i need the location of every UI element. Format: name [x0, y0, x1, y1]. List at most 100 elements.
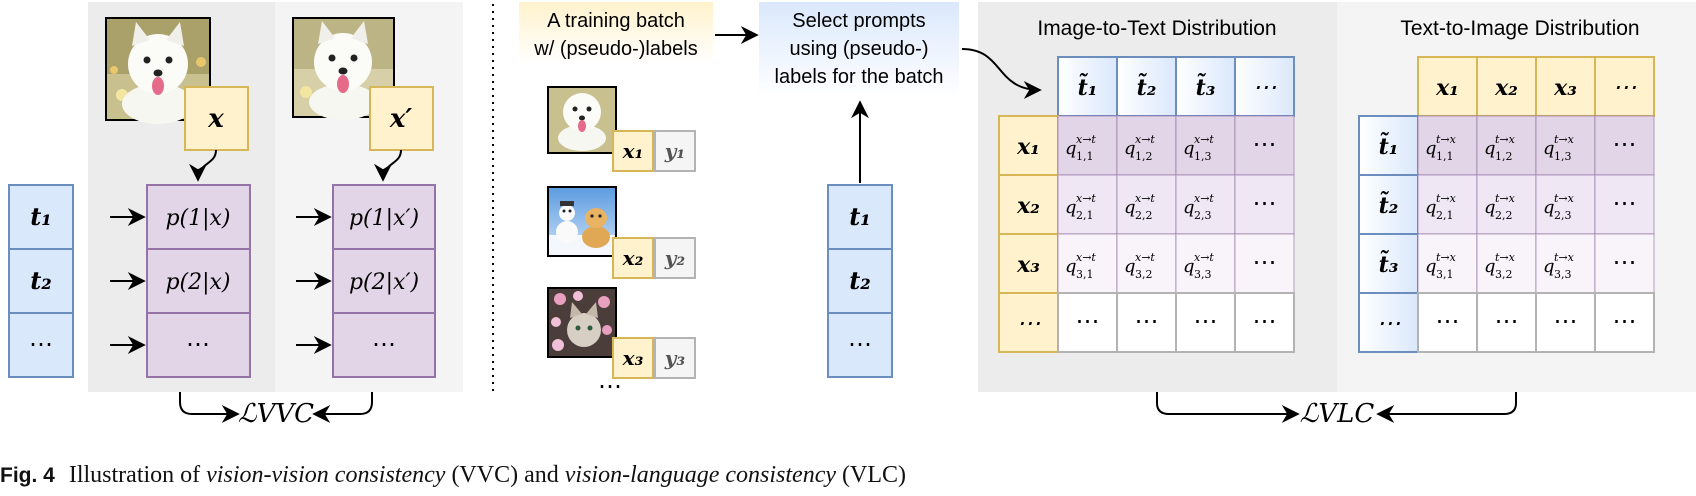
batch-image-3-icon — [547, 287, 617, 358]
batch-x-box-1 — [612, 130, 654, 172]
t2i-cell-superscript: t→x — [1495, 192, 1516, 205]
t2i-cell-text-3-2: q — [1484, 256, 1496, 277]
i2t-cell-text-3-1: q — [1065, 256, 1077, 277]
vlc-prompt-1: t₁ — [849, 202, 871, 231]
t2i-cell-superscript: t→x — [1495, 251, 1516, 264]
t2i-cell-3-4 — [1594, 233, 1655, 294]
t2i-cell-subscript: 1,1 — [1436, 150, 1454, 163]
t2i-cell-subscript: 3,2 — [1495, 268, 1513, 281]
i2t-cell-subscript: 1,1 — [1076, 150, 1094, 163]
batch-image-1-icon — [547, 86, 617, 154]
t2i-cell-text-3-3: q — [1543, 256, 1555, 277]
i2t-cell-superscript: x→t — [1076, 251, 1096, 264]
i2t-row-header-2: x₂ — [1016, 193, 1040, 219]
batch-label-line-1: A training batch — [547, 10, 685, 32]
i2t-cell-4-4 — [1234, 292, 1295, 353]
vlc-loss-arrow-right — [1376, 392, 1517, 423]
i2t-cell-1-4 — [1234, 115, 1295, 176]
t2i-cell-text-4-3: ⋯ — [1554, 307, 1578, 335]
i2t-cell-text-3-3: q — [1183, 256, 1195, 277]
batch-x-box-2 — [612, 237, 654, 279]
batch-label-line-2: w/ (pseudo-)labels — [533, 38, 697, 60]
i2t-title: Image-to-Text Distribution — [1037, 17, 1276, 40]
i2t-row-header-1: x₁ — [1016, 134, 1040, 160]
t2i-col-header-3: x₃ — [1553, 75, 1577, 101]
t2i-cell-2-1 — [1417, 174, 1478, 235]
i2t-cell-3-3 — [1175, 233, 1236, 294]
t2i-col-header-cell — [1417, 56, 1478, 117]
t2i-cell-text-4-4: ⋯ — [1613, 307, 1637, 335]
vvc-prompt-2: t₂ — [30, 266, 52, 295]
t2i-cell-subscript: 2,2 — [1495, 209, 1513, 222]
t2i-row-header-2: t̃₂ — [1379, 192, 1399, 219]
i2t-cell-text-1-4: ⋯ — [1253, 130, 1277, 158]
t2i-col-header-2: x₂ — [1494, 75, 1518, 101]
t2i-cell-subscript: 1,2 — [1495, 150, 1513, 163]
i2t-cell-superscript: x→t — [1135, 192, 1155, 205]
i2t-cell-text-3-4: ⋯ — [1253, 248, 1277, 276]
i2t-cell-subscript: 2,3 — [1194, 209, 1212, 222]
i2t-cell-text-2-1: q — [1065, 197, 1077, 218]
vvc-prompt-more: ⋯ — [29, 330, 53, 358]
t2i-cell-text-1-3: q — [1543, 138, 1555, 159]
batch-x-box-3 — [612, 337, 654, 379]
t2i-cell-superscript: t→x — [1436, 251, 1457, 264]
batch-x-label-3: x₃ — [622, 346, 644, 370]
i2t-col-header-cell — [1234, 56, 1295, 117]
batch-label-box — [519, 2, 713, 64]
t2i-cell-text-2-2: q — [1484, 197, 1496, 218]
vvc-prob-table-2: p(1|x′) p(2|x′) ⋯ — [332, 184, 436, 378]
t2i-cell-text-3-4: ⋯ — [1613, 248, 1637, 276]
t2i-cell-subscript: 1,3 — [1554, 150, 1572, 163]
batch-more: ⋯ — [598, 372, 622, 400]
t2i-cell-text-3-1: q — [1425, 256, 1437, 277]
i2t-cell-subscript: 3,1 — [1076, 268, 1094, 281]
batch-y-box-2 — [654, 237, 696, 279]
i2t-cell-subscript: 1,3 — [1194, 150, 1212, 163]
i2t-cell-text-4-1: ⋯ — [1076, 307, 1100, 335]
caption-text-2: (VVC) and — [445, 462, 565, 488]
t2i-cell-4-4 — [1594, 292, 1655, 353]
i2t-cell-subscript: 3,2 — [1135, 268, 1153, 281]
vlc-prompt-column: t₁ t₂ ⋯ — [827, 184, 893, 378]
batch-y-label-1: y₁ — [664, 139, 685, 163]
i2t-cell-text-2-2: q — [1124, 197, 1136, 218]
t2i-cell-2-4 — [1594, 174, 1655, 235]
t2i-cell-subscript: 3,3 — [1554, 268, 1572, 281]
vvc-input-label-1: x — [207, 104, 224, 134]
t2i-cell-superscript: t→x — [1554, 133, 1575, 146]
select-prompts-box — [759, 2, 959, 98]
vvc-loss-arrow-right — [312, 392, 373, 423]
t2i-cell-subscript: 2,1 — [1436, 209, 1454, 222]
t2i-cell-3-1 — [1417, 233, 1478, 294]
vvc-input-box-2 — [369, 86, 434, 151]
i2t-cell-1-3 — [1175, 115, 1236, 176]
t2i-cell-1-4 — [1594, 115, 1655, 176]
t2i-cell-text-1-2: q — [1484, 138, 1496, 159]
i2t-cell-subscript: 1,2 — [1135, 150, 1153, 163]
i2t-row-header-3: x₃ — [1016, 252, 1040, 278]
select-label-line-2: using (pseudo-) — [790, 38, 929, 60]
vvc-prob-1-1: p(1|x) — [165, 206, 230, 231]
vvc-prompt-column: t₁ t₂ ⋯ — [8, 184, 74, 378]
t2i-cell-3-2 — [1476, 233, 1537, 294]
batch-y-label-2: y₂ — [664, 246, 686, 270]
t2i-cell-superscript: t→x — [1495, 133, 1516, 146]
t2i-cell-text-1-1: q — [1425, 138, 1437, 159]
i2t-row-header-4: ⋯ — [1017, 309, 1041, 337]
i2t-col-header-4: ⋯ — [1253, 73, 1277, 101]
vvc-prob-table-1: p(1|x) p(2|x) ⋯ — [146, 184, 251, 378]
i2t-cell-text-2-4: ⋯ — [1253, 189, 1277, 217]
t2i-col-header-cell — [1594, 56, 1655, 117]
i2t-cell-superscript: x→t — [1076, 192, 1096, 205]
i2t-cell-text-1-1: q — [1065, 138, 1077, 159]
t2i-cell-text-2-3: q — [1543, 197, 1555, 218]
i2t-cell-2-3 — [1175, 174, 1236, 235]
i2t-col-header-cell — [1175, 56, 1236, 117]
select-label-line-1: Select prompts — [792, 10, 925, 32]
i2t-cell-subscript: 2,2 — [1135, 209, 1153, 222]
i2t-cell-text-4-4: ⋯ — [1253, 307, 1277, 335]
t2i-cell-text-4-1: ⋯ — [1436, 307, 1460, 335]
